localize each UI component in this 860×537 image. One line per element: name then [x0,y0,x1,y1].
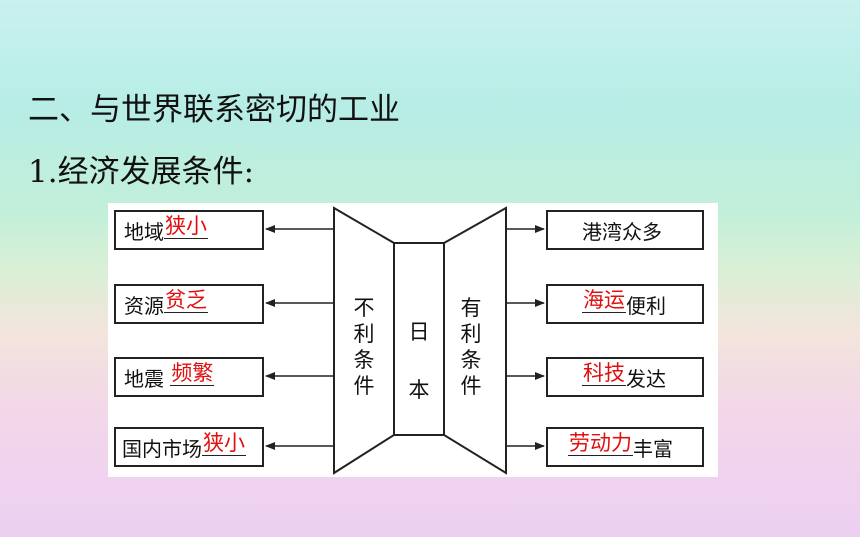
condition-box-technology: 科技发达 [546,357,704,397]
right-panel-label: 有 利 条 件 [460,296,482,398]
condition-box-market: 国内市场狭小 [114,427,264,467]
diagram-lines [265,206,545,475]
answer-blank: 科技 [582,361,626,386]
answer-blank: 海运 [582,288,626,313]
japan-conditions-diagram: 不 利 条 件 日 本 有 利 条 件 地域狭小 资源贫乏 地震 频繁 国内市场… [108,203,718,477]
condition-box-shipping: 海运便利 [546,284,704,324]
left-panel-label: 不 利 条 件 [353,296,375,398]
condition-box-labor: 劳动力丰富 [546,427,704,467]
center-label: 日 本 [408,320,430,402]
answer-blank: 狭小 [164,214,208,239]
section-heading: 二、与世界联系密切的工业 [28,92,400,128]
answer-blank: 贫乏 [164,288,208,313]
right-panel-shape [443,206,507,475]
condition-box-area: 地域狭小 [114,210,264,250]
condition-box-harbors: 港湾众多 [546,210,704,250]
condition-box-earthquake: 地震 频繁 [114,357,264,397]
answer-blank: 频繁 [170,361,215,386]
answer-blank: 狭小 [202,431,246,456]
condition-box-resources: 资源贫乏 [114,284,264,324]
subsection-heading: 1.经济发展条件: [28,154,255,190]
answer-blank: 劳动力 [568,431,633,456]
